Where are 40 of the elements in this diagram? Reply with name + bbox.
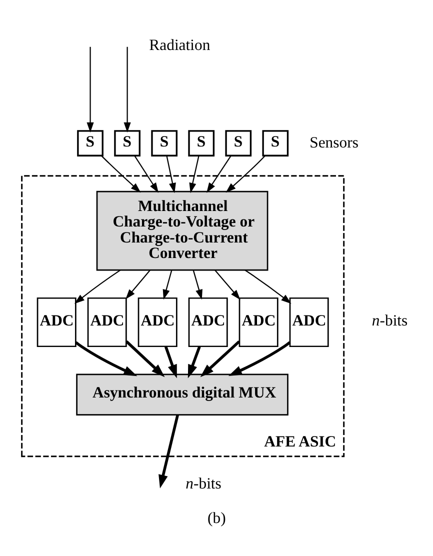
- arrow: [162, 270, 172, 300]
- caption: (b): [208, 509, 226, 526]
- node-box: Asynchronous digital MUX: [76, 373, 288, 415]
- arrow: [244, 269, 292, 304]
- arrow: [86, 46, 94, 132]
- arrow: [74, 269, 121, 304]
- arrow: [226, 155, 266, 192]
- node-box: S: [225, 130, 252, 156]
- arrow: [214, 269, 240, 300]
- node-box: ADC: [138, 296, 178, 347]
- node-box: ADC: [188, 296, 228, 347]
- node-box: S: [262, 130, 289, 156]
- arrow: [166, 155, 176, 193]
- node-box: Multichannel Charge-to-Voltage or Charge-to-Current Converter: [96, 190, 268, 270]
- node-box: ADC: [289, 296, 329, 347]
- label: n-bits: [186, 475, 222, 492]
- arrow: [200, 340, 240, 377]
- arrow: [134, 155, 159, 192]
- arrow: [126, 269, 150, 299]
- node-box: ADC: [36, 296, 76, 347]
- node-box: S: [77, 130, 104, 156]
- arrow: [189, 155, 200, 193]
- arrow: [101, 154, 141, 192]
- node-box: ADC: [238, 296, 278, 347]
- arrow: [124, 46, 131, 132]
- arrow: [158, 414, 180, 488]
- node-box: S: [114, 130, 140, 156]
- arrow: [74, 340, 138, 376]
- label: Radiation: [149, 36, 210, 54]
- node-box: ADC: [87, 296, 127, 347]
- arrow: [188, 346, 201, 378]
- node-box: S: [151, 130, 178, 156]
- arrow: [164, 346, 177, 378]
- label: n-bits: [372, 312, 408, 329]
- arrow: [126, 340, 165, 377]
- node-box: S: [188, 130, 215, 156]
- node-label: Sensors: [310, 134, 358, 151]
- arrow: [192, 270, 202, 300]
- arrow: [228, 340, 291, 376]
- arrow: [206, 155, 232, 192]
